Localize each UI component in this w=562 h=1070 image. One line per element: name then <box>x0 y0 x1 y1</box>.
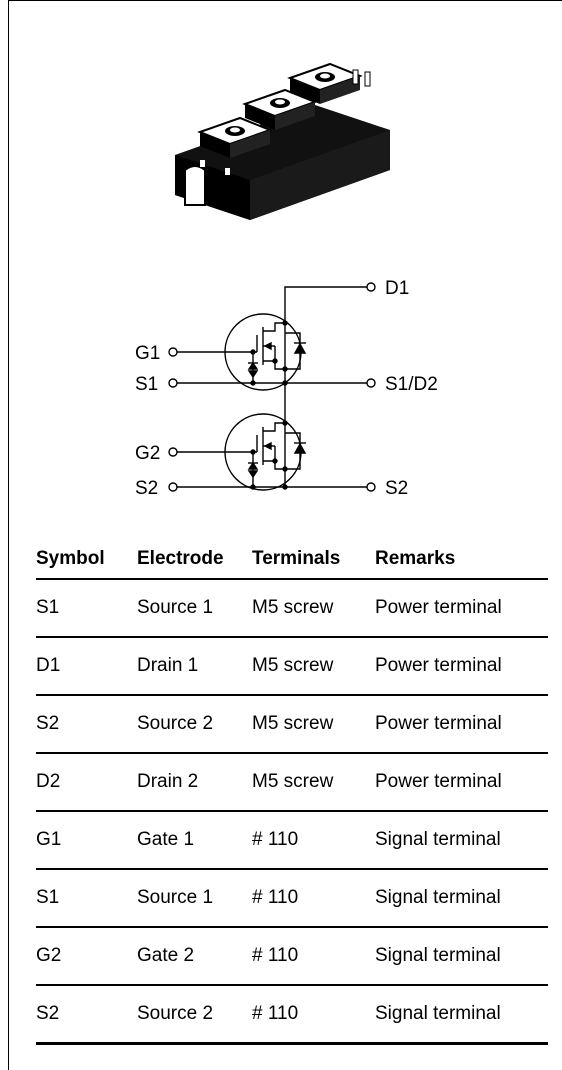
cell-symbol: S2 <box>36 695 137 754</box>
label-g2: G2 <box>135 443 160 464</box>
terminal-block-3 <box>287 62 363 104</box>
cell-remarks: Signal terminal <box>375 927 548 986</box>
cell-electrode: Source 2 <box>137 695 252 754</box>
cell-terminals: M5 screw <box>252 579 375 638</box>
s1-terminal-icon <box>168 378 178 388</box>
cell-terminals: # 110 <box>252 985 375 1045</box>
circuit-schematic: D1 G1 S1 S1/D2 G2 S2 S2 <box>135 278 438 499</box>
cell-terminals: M5 screw <box>252 637 375 696</box>
cell-remarks: Power terminal <box>375 695 548 754</box>
terminal-table: Symbol Electrode Terminals Remarks S1 So… <box>36 540 548 1045</box>
cell-remarks: Signal terminal <box>375 811 548 870</box>
page-frame <box>8 0 562 1070</box>
s2-right-terminal-icon <box>366 482 376 492</box>
label-s2-left: S2 <box>135 478 158 499</box>
header-electrode: Electrode <box>137 540 252 580</box>
s2-left-terminal-icon <box>168 482 178 492</box>
g1-terminal-icon <box>168 347 178 357</box>
cell-symbol: D2 <box>36 753 137 812</box>
label-s1d2: S1/D2 <box>385 374 438 395</box>
cell-terminals: M5 screw <box>252 753 375 812</box>
cell-electrode: Drain 1 <box>137 637 252 696</box>
cell-terminals: # 110 <box>252 811 375 870</box>
header-symbol: Symbol <box>36 540 137 580</box>
table-row: S2 Source 2 M5 screw Power terminal <box>36 695 548 754</box>
table-row: D1 Drain 1 M5 screw Power terminal <box>36 637 548 696</box>
header-remarks: Remarks <box>375 540 548 580</box>
cell-symbol: S2 <box>36 985 137 1045</box>
table-row: G1 Gate 1 # 110 Signal terminal <box>36 811 548 870</box>
cell-terminals: # 110 <box>252 869 375 928</box>
g2-terminal-icon <box>168 447 178 457</box>
cell-remarks: Power terminal <box>375 753 548 812</box>
cell-remarks: Power terminal <box>375 637 548 696</box>
s1d2-terminal-icon <box>366 378 376 388</box>
table-row: S1 Source 1 M5 screw Power terminal <box>36 579 548 638</box>
header-terminals: Terminals <box>252 540 375 580</box>
table-row: S2 Source 2 # 110 Signal terminal <box>36 985 548 1045</box>
cell-symbol: S1 <box>36 579 137 638</box>
label-s2-right: S2 <box>385 478 408 499</box>
cell-symbol: S1 <box>36 869 137 928</box>
d1-terminal-icon <box>366 282 376 292</box>
table-row: S1 Source 1 # 110 Signal terminal <box>36 869 548 928</box>
cell-remarks: Signal terminal <box>375 985 548 1045</box>
table-row: G2 Gate 2 # 110 Signal terminal <box>36 927 548 986</box>
cell-terminals: M5 screw <box>252 695 375 754</box>
table-row: D2 Drain 2 M5 screw Power terminal <box>36 753 548 812</box>
label-g1: G1 <box>135 343 160 364</box>
module-package-illustration <box>175 62 390 220</box>
cell-remarks: Signal terminal <box>375 869 548 928</box>
cell-electrode: Gate 2 <box>137 927 252 986</box>
cell-remarks: Power terminal <box>375 579 548 638</box>
cell-terminals: # 110 <box>252 927 375 986</box>
label-d1: D1 <box>385 278 409 299</box>
table-header-row: Symbol Electrode Terminals Remarks <box>36 540 548 580</box>
cell-symbol: G1 <box>36 811 137 870</box>
terminal-block-1 <box>197 116 273 158</box>
cell-electrode: Source 1 <box>137 869 252 928</box>
cell-electrode: Source 1 <box>137 579 252 638</box>
cell-symbol: G2 <box>36 927 137 986</box>
cell-symbol: D1 <box>36 637 137 696</box>
cell-electrode: Gate 1 <box>137 811 252 870</box>
label-s1: S1 <box>135 374 158 395</box>
cell-electrode: Source 2 <box>137 985 252 1045</box>
cell-electrode: Drain 2 <box>137 753 252 812</box>
